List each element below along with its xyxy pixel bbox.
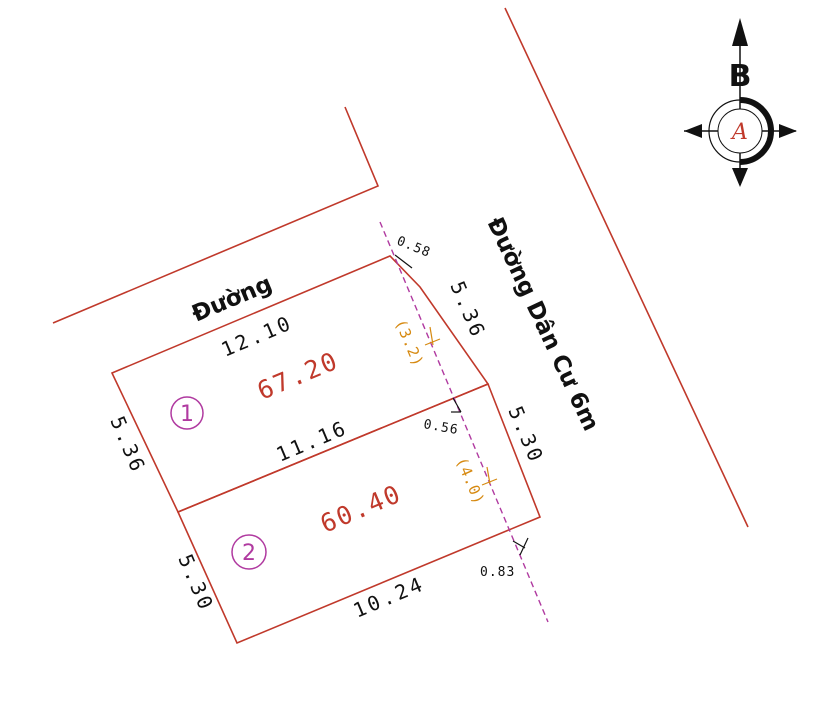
lot2-setback-tick (486, 466, 491, 485)
east-arrow-icon (779, 124, 797, 138)
compass-logo-mark: A (730, 120, 748, 145)
north-compass: B A (684, 18, 797, 187)
top-edge-dimension: 12.10 (218, 310, 297, 361)
setback-arrow-marks (394, 254, 529, 556)
lot2-number-circle (231, 534, 267, 570)
top-road-boundary (52, 106, 380, 324)
lot2-setback-value: (4.0) (452, 455, 488, 508)
corner-mid-arrow (452, 397, 462, 413)
lot1-setback-tick-base (424, 338, 441, 346)
top-road-label: Đường (188, 271, 276, 328)
corner-bottom-arrow-2 (519, 537, 529, 556)
lot2-number-marker: 2 (231, 534, 267, 570)
lot2-number: 2 (242, 541, 256, 566)
compass-outer-ring (708, 99, 772, 163)
lot1-left-dimension: 5.36 (105, 413, 151, 478)
lot2-left-dimension: 5.30 (173, 551, 219, 616)
lot1-area: 67.20 (253, 346, 343, 406)
west-arrow-icon (684, 124, 702, 138)
lot1-number: 1 (180, 402, 194, 427)
lot1-setback-value: (3.2) (391, 317, 427, 370)
lot2-setback-tick-base (481, 478, 498, 486)
side-road-label: Đường Dân Cư 6m (482, 214, 604, 436)
lot2-area: 60.40 (316, 479, 406, 539)
corner-top-arrow (394, 254, 413, 269)
lot-2-outline (176, 382, 542, 645)
south-arrow-icon (732, 168, 748, 187)
lot1-number-circle (170, 396, 204, 430)
lot-1-outline (110, 255, 490, 514)
corner-bottom-dimension: 0.83 (480, 565, 515, 580)
lot1-number-marker: 1 (170, 396, 204, 430)
side-road-boundary (504, 7, 749, 528)
setback-ticks (424, 326, 498, 486)
lot2-right-dimension: 5.30 (503, 403, 549, 468)
middle-edge-dimension: 11.16 (273, 415, 352, 466)
corner-mid-dimension: 0.56 (422, 417, 459, 438)
setback-line (379, 221, 549, 623)
corner-top-dimension: 0.58 (395, 234, 433, 261)
compass-inner-ring (717, 108, 763, 154)
north-arrow-icon (732, 18, 748, 46)
corner-bottom-arrow (512, 540, 526, 549)
north-label: B (729, 59, 752, 94)
